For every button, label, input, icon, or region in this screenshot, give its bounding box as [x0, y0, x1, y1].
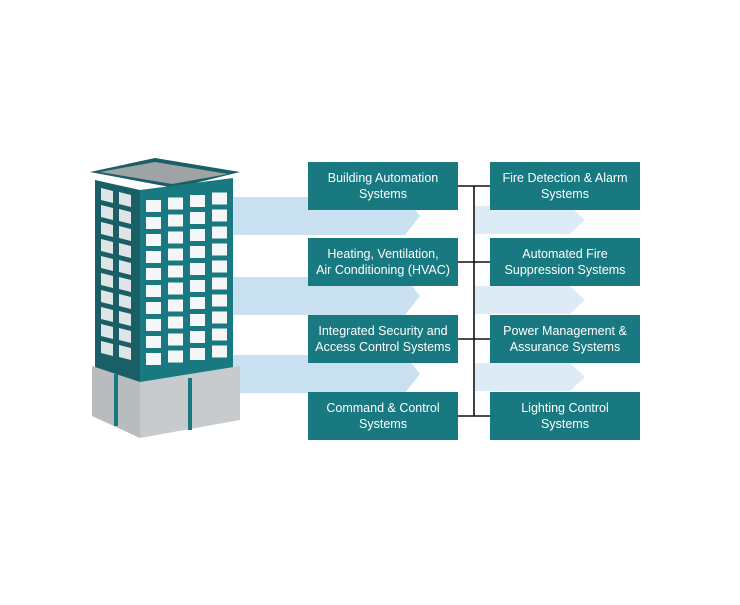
system-label: Lighting Control Systems [521, 401, 609, 431]
system-box-security-access: Integrated Security and Access Control S… [308, 315, 458, 363]
building-window [119, 311, 131, 326]
building-window [101, 341, 113, 356]
building-window [212, 226, 227, 239]
building-window [168, 214, 183, 227]
building-window [101, 290, 113, 305]
building-window [190, 212, 205, 224]
building-window [101, 239, 113, 254]
system-label: Heating, Ventilation, Air Conditioning (… [316, 247, 450, 277]
building-window [119, 277, 131, 292]
building-window [212, 311, 227, 324]
office-building-icon [90, 158, 240, 438]
building-window [168, 282, 183, 295]
building-window [146, 234, 161, 246]
flow-arrow-3 [230, 355, 420, 393]
building-window [168, 350, 183, 363]
building-window [101, 205, 113, 220]
building-window [119, 192, 131, 207]
building-window [190, 331, 205, 343]
building-window [212, 192, 227, 205]
building-window [212, 243, 227, 256]
flow-arrow-right-3 [475, 363, 585, 391]
building-window [168, 197, 183, 210]
system-box-lighting-control: Lighting Control Systems [490, 392, 640, 440]
flow-arrow-2 [230, 277, 420, 315]
building-window [146, 285, 161, 297]
building-window [212, 328, 227, 341]
building-window [119, 209, 131, 224]
building-window [146, 268, 161, 280]
building-window [190, 246, 205, 258]
building-window [168, 333, 183, 346]
building-window [146, 217, 161, 229]
system-label: Command & Control Systems [326, 401, 440, 431]
building-window [190, 297, 205, 309]
building-window [119, 243, 131, 258]
building-window [212, 260, 227, 273]
building-window [101, 256, 113, 271]
building-window [190, 229, 205, 241]
flow-arrows [230, 197, 585, 393]
system-box-fire-detection: Fire Detection & Alarm Systems [490, 162, 640, 210]
building-window [146, 353, 161, 365]
connector-lines [458, 185, 490, 417]
building-window [101, 307, 113, 322]
system-label: Automated Fire Suppression Systems [504, 247, 626, 277]
building-window [101, 324, 113, 339]
system-label: Integrated Security and Access Control S… [315, 324, 451, 354]
building-window [190, 195, 205, 207]
system-box-command-control: Command & Control Systems [308, 392, 458, 440]
building-window [168, 265, 183, 278]
building-window [190, 314, 205, 326]
building-window [190, 280, 205, 292]
building-window [212, 209, 227, 222]
building-window [168, 231, 183, 244]
flow-arrow-right-2 [475, 286, 585, 314]
building-window [146, 319, 161, 331]
system-label: Building Automation Systems [327, 171, 439, 201]
building-window [101, 222, 113, 237]
system-label: Fire Detection & Alarm Systems [502, 171, 628, 201]
building-window [119, 294, 131, 309]
building-window [168, 248, 183, 261]
building-window [168, 299, 183, 312]
building-window [119, 345, 131, 360]
building-window [101, 273, 113, 288]
flow-arrow-right-1 [475, 206, 585, 234]
building-window [168, 316, 183, 329]
system-box-fire-suppression: Automated Fire Suppression Systems [490, 238, 640, 286]
system-label: Power Management & Assurance Systems [503, 324, 627, 354]
building-window [101, 188, 113, 203]
building-window [212, 277, 227, 290]
building-window [146, 302, 161, 314]
system-box-hvac: Heating, Ventilation, Air Conditioning (… [308, 238, 458, 286]
building-window [146, 200, 161, 212]
building-window [119, 260, 131, 275]
system-box-building-automation: Building Automation Systems [308, 162, 458, 210]
building-window [190, 263, 205, 275]
building-window [119, 226, 131, 241]
building-window [190, 348, 205, 360]
building-window [146, 251, 161, 263]
system-box-power-management: Power Management & Assurance Systems [490, 315, 640, 363]
building-window [212, 345, 227, 358]
building-window [212, 294, 227, 307]
building-window [146, 336, 161, 348]
building-window [119, 328, 131, 343]
